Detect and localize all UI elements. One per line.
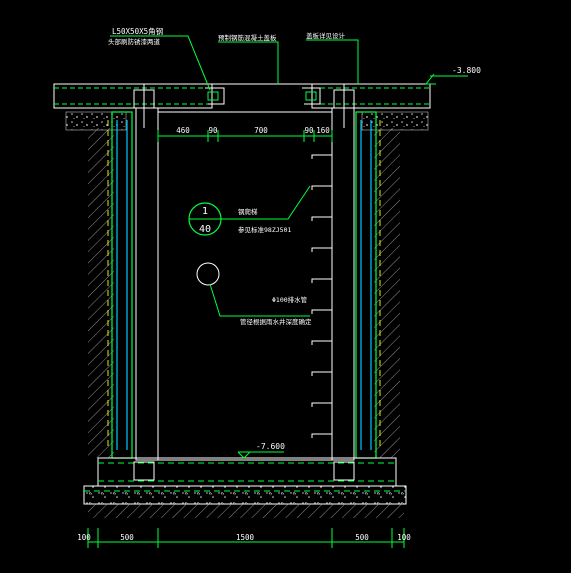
ladder-rung bbox=[311, 154, 332, 159]
dim-top-4: 90 bbox=[304, 126, 314, 135]
top-anchors bbox=[133, 84, 355, 128]
dim-bot-1: 100 bbox=[77, 533, 91, 542]
detail-callout: 1 40 bbox=[188, 202, 222, 236]
dim-bot-4: 500 bbox=[355, 533, 369, 542]
dimension-bottom: 100 500 1500 500 100 bbox=[77, 528, 411, 548]
dim-bot-2: 500 bbox=[120, 533, 134, 542]
ladder-rung bbox=[311, 185, 332, 190]
label-angle-steel: L50X50X5角钢 bbox=[112, 26, 163, 36]
wall-left bbox=[107, 107, 159, 461]
cover-slabs bbox=[53, 83, 431, 109]
soil-right bbox=[374, 128, 400, 458]
label-drain-note: 管径根据雨水井深度确定 bbox=[240, 317, 312, 326]
dim-bot-5: 100 bbox=[397, 533, 411, 542]
leader-lines bbox=[110, 35, 436, 317]
label-ladder-name: 钢爬梯 bbox=[238, 207, 258, 216]
ladder-rung bbox=[311, 216, 332, 221]
ladder-rung bbox=[311, 278, 332, 283]
elevation-top: -3.800 bbox=[430, 66, 481, 77]
callout-number: 1 bbox=[202, 206, 208, 217]
surface-right bbox=[361, 111, 429, 131]
wall-right bbox=[331, 107, 381, 461]
dim-top-5: 160 bbox=[316, 126, 330, 135]
dim-top-3: 700 bbox=[254, 126, 268, 135]
ladder-rung bbox=[311, 247, 332, 252]
ladder-rung bbox=[311, 309, 332, 314]
label-angle-note: 头部刷防锈漆两道 bbox=[108, 37, 161, 46]
label-ladder-ref: 参见标准98ZJ501 bbox=[238, 225, 291, 234]
callout-sheet: 40 bbox=[199, 224, 211, 235]
label-cover-design: 盖板详见设计 bbox=[306, 31, 346, 40]
dim-top-1: 460 bbox=[176, 126, 190, 135]
elev-bottom-text: -7.600 bbox=[256, 442, 285, 451]
elevation-bottom: -7.600 bbox=[237, 442, 285, 459]
label-cover-note: 预制钢筋混凝土盖板 bbox=[218, 33, 277, 42]
surface-left bbox=[65, 111, 127, 131]
ladder-rung bbox=[311, 433, 332, 438]
bottom-slab bbox=[83, 457, 407, 518]
label-drain-pipe: Φ100排水管 bbox=[272, 295, 308, 304]
ladder-rung bbox=[311, 371, 332, 376]
elev-top-text: -3.800 bbox=[452, 66, 481, 75]
dim-top-2: 90 bbox=[208, 126, 218, 135]
pit-interior bbox=[157, 111, 333, 461]
soil-left bbox=[88, 128, 114, 458]
angle-steel bbox=[205, 87, 321, 105]
dimension-top: 460 90 700 90 160 bbox=[157, 126, 333, 142]
ladder-rungs bbox=[311, 154, 332, 438]
drain-pipe-icon bbox=[196, 262, 220, 286]
ladder-rung bbox=[311, 340, 332, 345]
ladder-rung bbox=[311, 402, 332, 407]
dim-bot-3: 1500 bbox=[236, 533, 255, 542]
